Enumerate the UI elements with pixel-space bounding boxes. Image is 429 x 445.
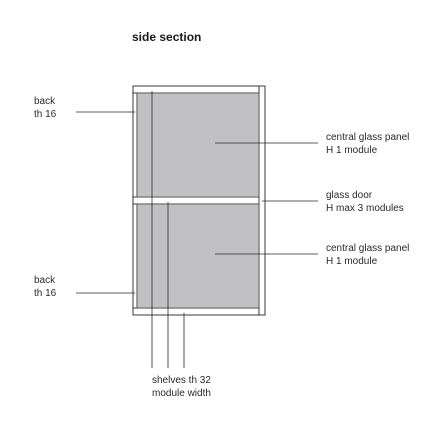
glass-door-label-2: H max 3 modules (326, 203, 404, 214)
central-glass-panel-top (136, 92, 260, 198)
shelves-label-2: module width (152, 388, 211, 399)
glass-door-label-1: glass door (326, 190, 373, 201)
central-top-label-1: central glass panel (326, 132, 409, 143)
shelves-leaders (151, 91, 185, 368)
central-bottom-label-1: central glass panel (326, 243, 409, 254)
back-panel-top (132, 92, 138, 198)
back-bottom-label-1: back (34, 275, 56, 286)
back-panel-bottom (132, 203, 138, 309)
shelves-label-1: shelves th 32 (152, 375, 211, 386)
central-top-label-2: H 1 module (326, 145, 378, 156)
back-top-label-1: back (34, 96, 56, 107)
central-bottom-label-2: H 1 module (326, 256, 378, 267)
back-top-label-2: th 16 (34, 109, 57, 120)
diagram-title: side section (132, 30, 201, 44)
central-glass-panel-bottom (136, 203, 260, 309)
back-bottom-label-2: th 16 (34, 288, 57, 299)
glass-door (258, 85, 266, 316)
